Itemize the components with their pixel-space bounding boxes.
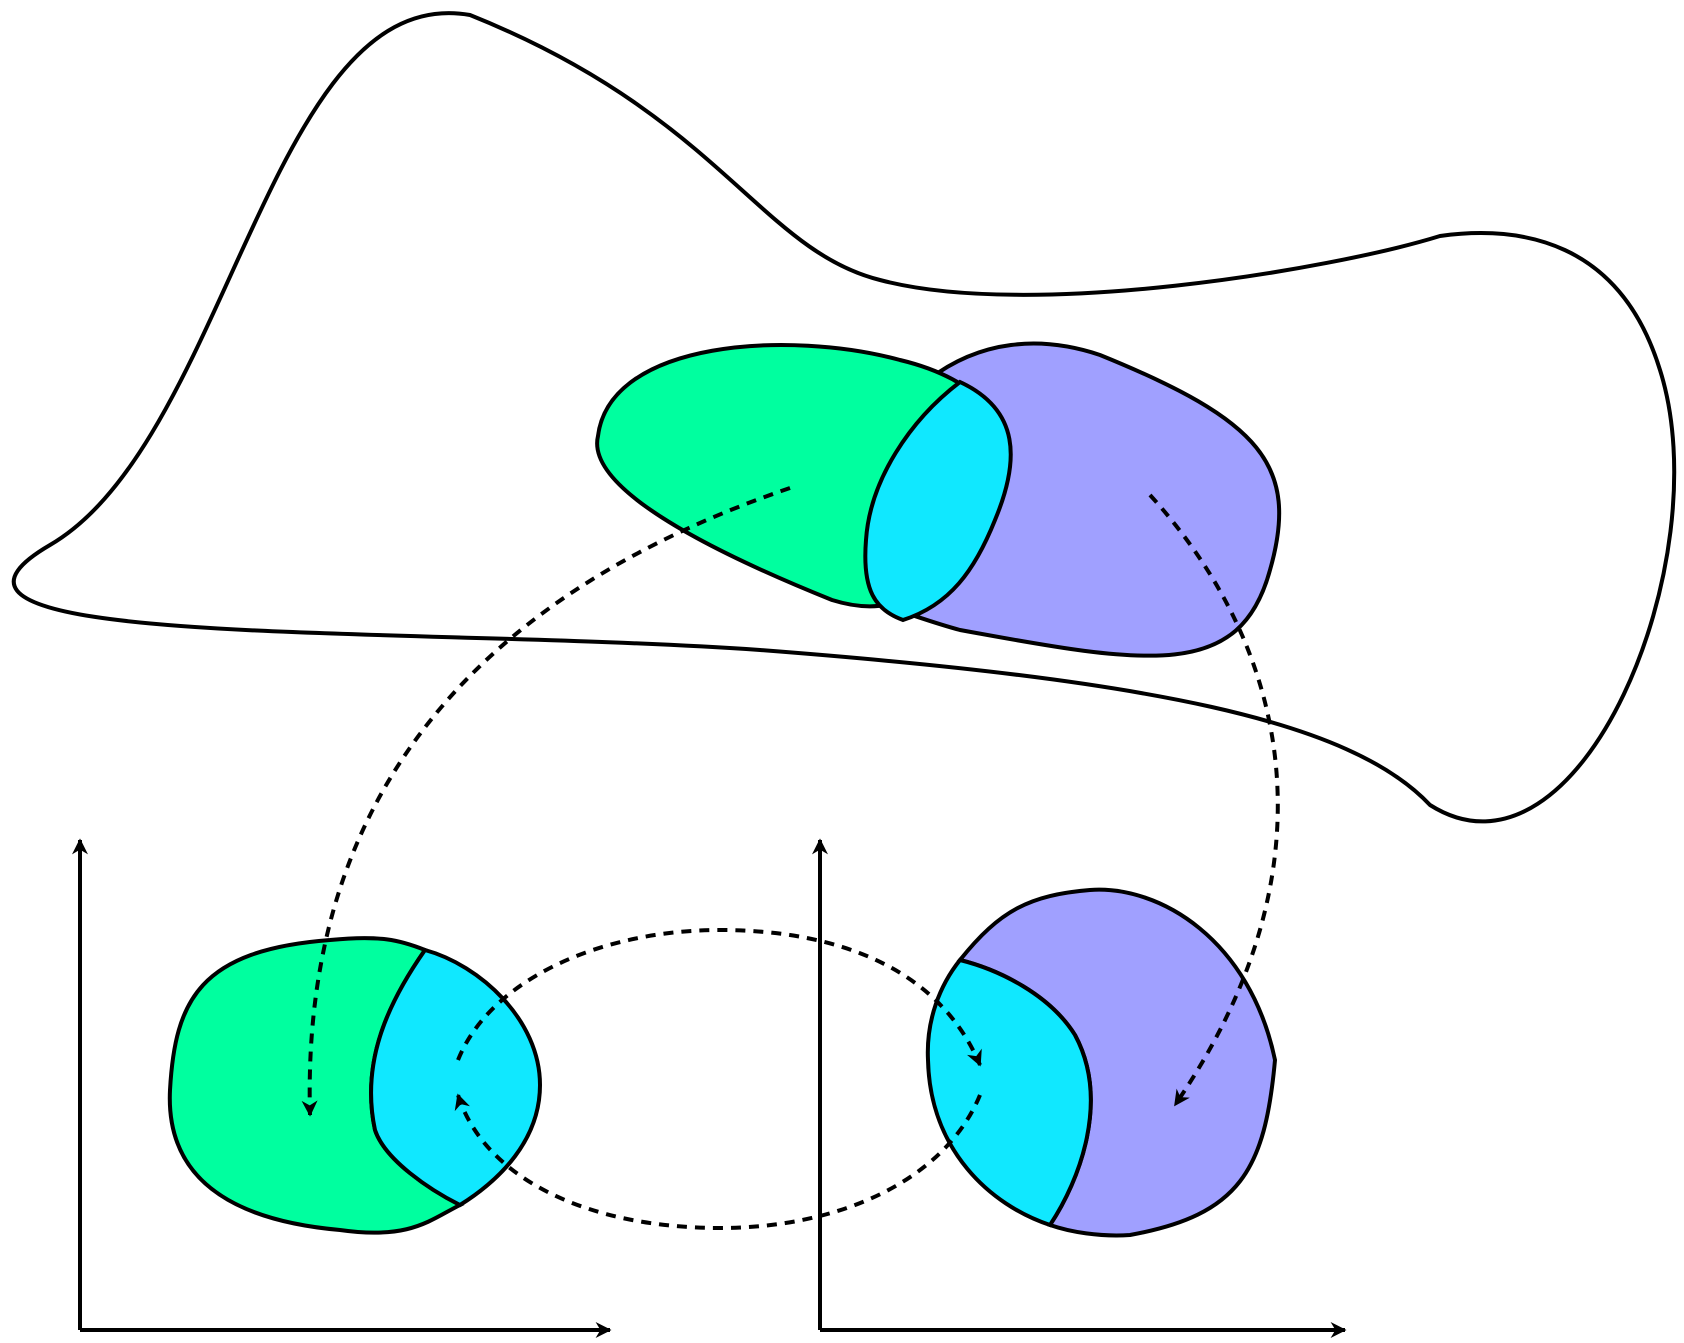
transition-map-forward-arrow [456, 927, 982, 1067]
chart-a-map-arrow [301, 486, 791, 1117]
chart-b-map-arrow [1148, 493, 1280, 1107]
manifold-outline [11, 11, 1677, 824]
top-open-sets [595, 341, 1282, 658]
right-chart-overlap-image [925, 957, 1093, 1228]
overlap-region [863, 379, 1013, 623]
left-chart [72, 838, 612, 1338]
left-chart-overlap-image [369, 947, 543, 1208]
right-chart [812, 838, 1347, 1338]
mapping-arrows [301, 486, 1280, 1231]
transition-map-backward-arrow [454, 1093, 982, 1231]
